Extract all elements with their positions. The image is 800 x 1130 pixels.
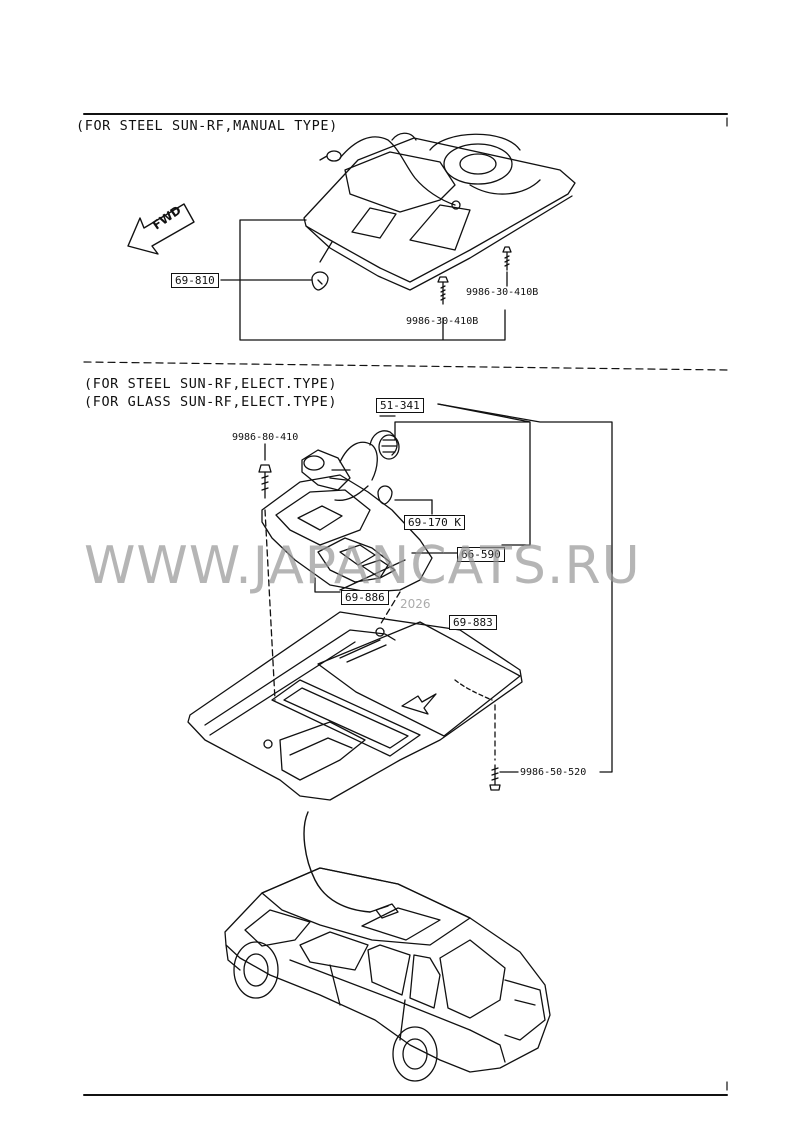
callout-69-886: 69-886 bbox=[341, 590, 389, 605]
electric-assembly-drawing bbox=[187, 403, 613, 801]
electric-steel-title: (FOR STEEL SUN-RF,ELECT.TYPE) bbox=[84, 376, 338, 392]
section-divider bbox=[83, 361, 728, 371]
callout-9986-80-410: 9986-80-410 bbox=[232, 432, 299, 443]
watermark: WWW.JAPANCATS.RU bbox=[84, 536, 641, 596]
callout-9986-30-410b-upper: 9986-30-410B bbox=[466, 287, 539, 298]
watermark-code: 2026 bbox=[400, 597, 431, 611]
electric-glass-title: (FOR GLASS SUN-RF,ELECT.TYPE) bbox=[84, 394, 338, 410]
car-drawing bbox=[224, 867, 551, 1082]
manual-type-title: (FOR STEEL SUN-RF,MANUAL TYPE) bbox=[76, 118, 338, 134]
manual-console-drawing bbox=[220, 132, 576, 341]
callout-9986-50-520: 9986-50-520 bbox=[520, 767, 587, 778]
callout-69-810: 69-810 bbox=[171, 273, 219, 288]
callout-51-341: 51-341 bbox=[376, 398, 424, 413]
callout-9986-30-410b-lower: 9986-30-410B bbox=[406, 316, 479, 327]
callout-69-883: 69-883 bbox=[449, 615, 497, 630]
fwd-arrow-icon bbox=[127, 203, 195, 255]
callout-69-170k: 69-170 K bbox=[404, 515, 465, 530]
callout-66-590: 66-590 bbox=[457, 547, 505, 562]
